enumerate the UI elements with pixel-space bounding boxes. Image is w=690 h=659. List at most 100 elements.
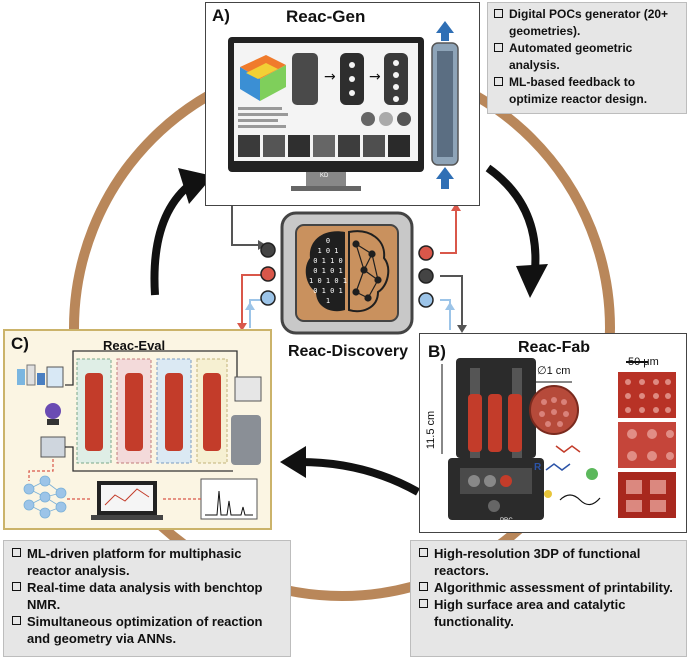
node-red-right [418,245,434,261]
feature-item: ML-driven platform for multiphasic react… [12,545,284,579]
reagent-bottle [26,364,36,386]
cycle-arrow-gen-to-fab [485,164,540,271]
reac-gen-panel: A) Reac-Gen → → [205,2,480,206]
node-blue-left [260,290,276,306]
connector-gen-out [231,206,263,246]
printer-button [500,475,512,487]
feature-item: High surface area and catalytic function… [419,596,680,630]
arrowhead-gen-in [451,203,461,211]
reactor-tube [203,373,221,451]
hub-title: Reac-Discovery [287,343,409,360]
binary-line: 0 1 0 1 [313,267,343,275]
monitor-base [291,186,361,191]
checkbox-icon [12,548,21,557]
arrowhead-eval-in [237,323,247,331]
arrowhead-fab-in [445,302,455,310]
printer-brand: PRC [500,518,513,524]
feature-item: Real-time data analysis with benchtop NM… [12,579,284,613]
reac-discovery-hub: 0 1 0 1 0 1 1 0 0 1 0 1 1 0 1 0 1 0 1 0 … [260,211,434,335]
cycle-arrow-eval-to-gen-head [178,168,213,204]
pump-icon [45,403,61,419]
reactor-tube [85,373,103,451]
flow-arrow-up-bottom [436,167,454,189]
catalyst-bead [586,468,598,480]
printer-button [484,475,496,487]
binary-line: 0 1 0 1 [313,287,343,295]
feature-item: Simultaneous optimization of reaction an… [12,613,284,647]
cross-section-2 [379,112,393,126]
cycle-arrow-eval-to-gen [150,179,195,296]
feature-item: Algorithmic assessment of printability. [419,579,680,596]
checkbox-icon [419,582,428,591]
panel-tag: A) [212,6,230,25]
arrowhead-eval-out [245,302,255,310]
connector-eval-out [249,299,262,328]
reac-gen-illustration: → → [228,21,459,191]
diameter-label: ∅1 cm [537,365,571,377]
checkbox-icon [494,9,503,18]
cycle-arrow-fab-to-eval [299,458,420,496]
molecule-sketch [555,445,581,453]
reac-eval-illustration [17,350,262,520]
panel-title: Reac-Eval [103,338,166,353]
reac-eval-panel: C) Reac-Eval [3,329,272,530]
geometry-stage-3 [384,53,408,105]
checkbox-icon [419,599,428,608]
nmr-spectrum [200,478,258,520]
panel-title: Reac-Fab [518,339,591,356]
binary-line: 0 1 1 0 [313,257,343,265]
reac-gen-features: Digital POCs generator (20+ geometries).… [487,2,687,114]
neural-net [352,240,382,302]
printer-button [468,475,480,487]
reactor-tube [125,373,143,451]
feature-item: Digital POCs generator (20+ geometries). [494,6,682,40]
feature-item: ML-based feedback to optimize reactor de… [494,74,682,108]
connector-fab-out [440,275,463,330]
flow-arrow-up-top [436,21,454,41]
micrograph-middle [618,422,676,468]
connector-fab-in [440,299,451,330]
reactor-tube [165,373,183,451]
arrowhead-gen-out [258,240,266,250]
molecule-r-label: R [534,462,542,473]
checkbox-icon [12,582,21,591]
node-red-left [260,266,276,282]
reac-fab-panel: B) Reac-Fab 11.5 cm ∅1 cm 50 μm [419,333,687,533]
cycle-arrow-fab-to-eval-head [280,446,306,478]
binary-line: 0 [326,237,330,245]
panel-tag: C) [11,334,29,353]
checkbox-icon [419,548,428,557]
cross-section-1 [361,112,375,126]
laptop-base [91,515,163,520]
connector-gen-in [440,206,457,254]
node-dark-left [260,242,276,258]
monitor-brand: KD [320,173,329,179]
printed-reactor [468,394,482,452]
binary-line: 1 [326,297,330,305]
stage-arrow-1: → [324,69,336,85]
binary-line: 1 0 1 0 1 [309,277,347,285]
cycle-arrow-gen-to-fab-head [516,264,548,298]
arrowhead-fab-out [457,325,467,333]
reagent-bottle [37,373,45,385]
checkbox-icon [494,77,503,86]
node-blue-right [418,292,434,308]
feature-item: High-resolution 3DP of functional reacto… [419,545,680,579]
feature-item: Automated geometric analysis. [494,40,682,74]
geometry-thumbnails [238,135,410,157]
gradient-lattice-cube [240,55,286,101]
panel-title: Reac-Gen [286,7,366,26]
checkbox-icon [12,616,21,625]
brain-left-half [305,231,345,312]
connector-eval-in [241,274,262,328]
geometry-stage-1 [292,53,318,105]
binary-line: 1 0 1 [317,247,338,255]
printed-reactor [508,394,522,452]
cross-section-3 [397,112,411,126]
sensor-box [40,436,66,458]
monitor-stand [306,172,346,186]
node-dark-right [418,268,434,284]
squiggle [559,494,601,506]
printer-button [488,500,500,512]
nmr-spectrometer [231,415,261,465]
